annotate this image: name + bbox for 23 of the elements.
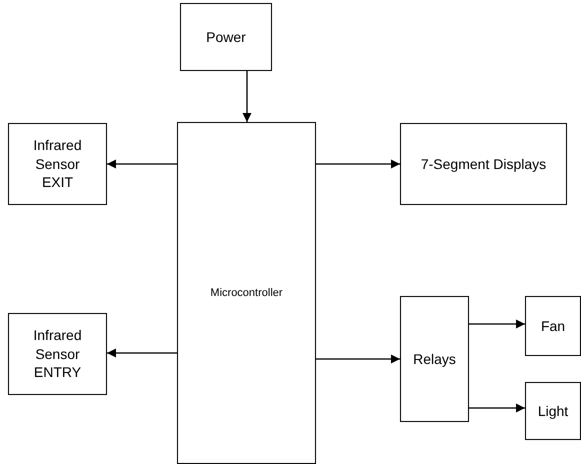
block-box [180, 3, 272, 71]
arrow [107, 160, 177, 168]
arrow [469, 320, 525, 328]
block-box [525, 296, 581, 356]
block-box [8, 313, 107, 395]
block-label: Power [206, 28, 246, 46]
block-label: 7-Segment Displays [420, 154, 546, 174]
block-label: Microcontroller [210, 286, 283, 300]
arrow [469, 404, 525, 412]
block-label: Infrared Sensor EXIT [32, 136, 83, 192]
arrow [242, 71, 252, 122]
block-box [400, 296, 469, 422]
block-box [8, 123, 107, 205]
arrow [316, 354, 400, 364]
block-box [400, 123, 567, 205]
block-label: Fan [540, 316, 566, 336]
block-box [525, 382, 581, 440]
arrow [316, 160, 400, 168]
arrow [107, 348, 177, 358]
block-label: Infrared Sensor ENTRY [32, 326, 83, 382]
block-box [177, 122, 316, 464]
block-label: Light [538, 402, 568, 420]
block-label: Relays [413, 350, 456, 368]
